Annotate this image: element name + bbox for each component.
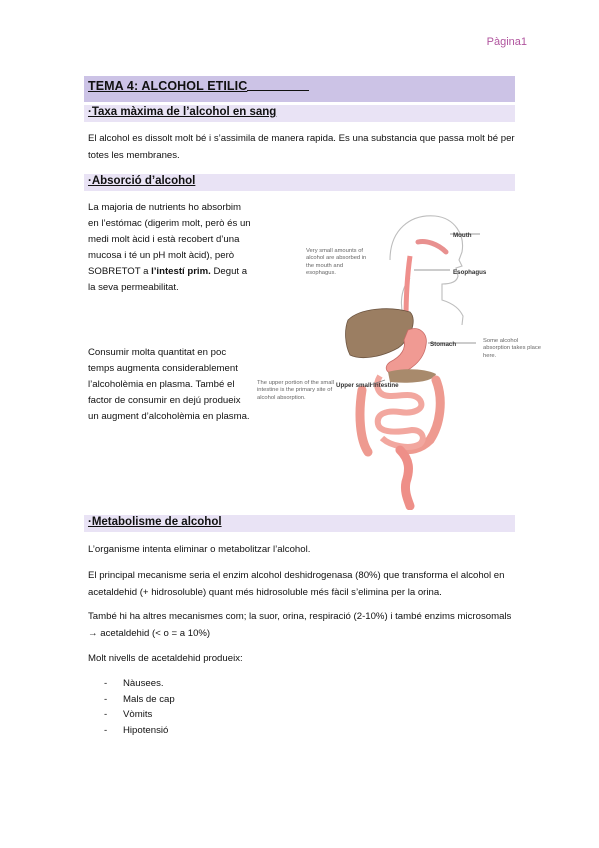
section-heading-bar bbox=[84, 174, 515, 191]
section-heading-metabolisme: ·Metabolisme de alcohol bbox=[88, 516, 222, 528]
absorcio-1-text-b: Degut a la seva permeabilitat. bbox=[88, 266, 248, 293]
rectum-shape bbox=[395, 445, 415, 510]
list-item: -Mals de cap bbox=[104, 692, 175, 708]
section-heading-absorcio: ·Absorció d’alcohol bbox=[88, 175, 196, 187]
digestive-system-figure: Mouth Esophagus Stomach Upper small inte… bbox=[257, 215, 542, 510]
paragraph-absorcio-1: La majoria de nutrients ho absorbim en l… bbox=[88, 200, 252, 296]
liver-shape bbox=[345, 308, 414, 359]
label-mouth: Mouth bbox=[453, 232, 472, 239]
absorcio-1-bold: l’intestí prim. bbox=[151, 266, 211, 277]
label-upper-small-intestine-text: Upper small intestine bbox=[336, 382, 399, 389]
section-heading-taxa: ·Taxa màxima de l’alcohol en sang bbox=[88, 106, 277, 118]
note-small-amounts: Very small amounts of alcohol are absorb… bbox=[306, 248, 367, 276]
note-upper-portion: The upper portion of the small intestine… bbox=[257, 380, 335, 401]
label-stomach: Stomach bbox=[430, 341, 456, 348]
list-item: -Vòmits bbox=[104, 707, 175, 723]
list-item-text: Vòmits bbox=[123, 709, 153, 720]
small-intestine-shape bbox=[374, 374, 426, 450]
paragraph-absorcio-2: Consumir molta quantitat en poc temps au… bbox=[88, 347, 250, 422]
note-upper-portion-text: The upper portion of the small intestine… bbox=[257, 380, 335, 401]
note-small-amounts-text: Very small amounts of alcohol are absorb… bbox=[306, 248, 367, 276]
label-upper-small-intestine: Upper small intestine bbox=[336, 382, 399, 389]
paragraph-metabolisme-3: També hi ha altres mecanismes com; la su… bbox=[88, 611, 512, 639]
note-stomach-text: Some alcohol absorption takes place here… bbox=[483, 338, 542, 359]
absorcio-1-text-a: La majoria de nutrients ho absorbim en l… bbox=[88, 202, 251, 277]
list-item-text: Mals de cap bbox=[123, 693, 175, 705]
note-stomach: Some alcohol absorption takes place here… bbox=[483, 338, 542, 359]
intestine-leader bbox=[369, 379, 386, 386]
paragraph-metabolisme-1: L’organisme intenta eliminar o metabolit… bbox=[88, 544, 311, 555]
label-esophagus: Esophagus bbox=[453, 269, 487, 276]
list-item: -Hipotensió bbox=[104, 723, 175, 739]
list-item-text: Hipotensió bbox=[123, 724, 169, 736]
symptoms-list: -Nàusees. -Mals de cap -Vòmits -Hipotens… bbox=[104, 676, 175, 738]
page-number: Pàgina1 bbox=[486, 36, 527, 48]
large-intestine-shape bbox=[355, 375, 445, 457]
list-item: -Nàusees. bbox=[104, 676, 175, 692]
section-heading-bar bbox=[84, 105, 515, 122]
list-item-text: Nàusees. bbox=[123, 678, 164, 689]
paragraph-metabolisme-2: El principal mecanisme seria el enzim al… bbox=[88, 570, 505, 598]
title-bar bbox=[84, 76, 515, 102]
mouth-shape bbox=[415, 239, 449, 255]
page-title: TEMA 4: ALCOHOL ETILIC bbox=[88, 79, 310, 93]
pancreas-shape bbox=[388, 369, 436, 383]
title-underline-pad bbox=[247, 79, 310, 91]
paragraph-metabolisme-4: Molt nivells de acetaldehid produeix: bbox=[88, 653, 243, 664]
paragraph-taxa: El alcohol es dissolt molt bé i s’assimi… bbox=[88, 133, 515, 161]
page-title-text: TEMA 4: ALCOHOL ETILIC bbox=[88, 79, 248, 93]
section-heading-bar bbox=[84, 515, 515, 532]
